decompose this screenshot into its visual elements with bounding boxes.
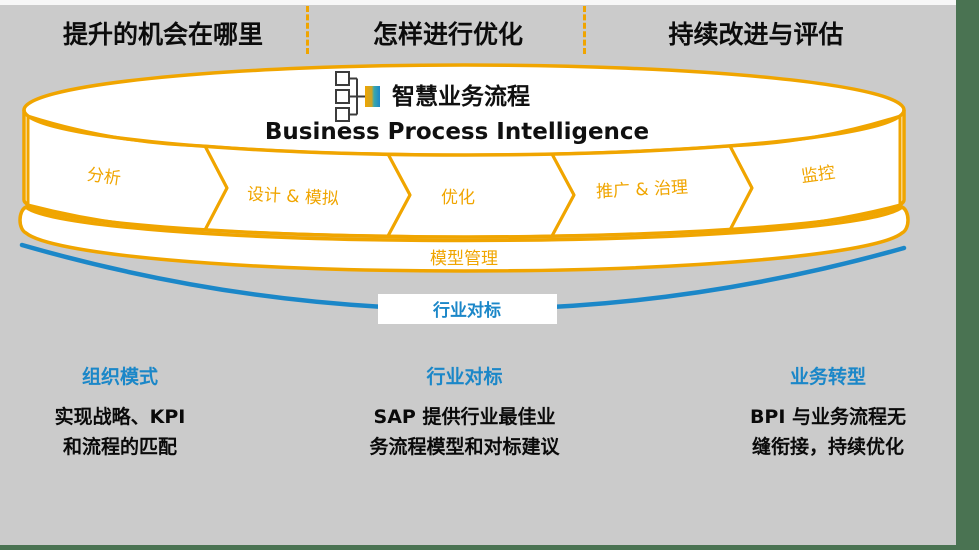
diagram-title-en: Business Process Intelligence <box>265 119 649 145</box>
column-organization-model: 组织模式 实现战略、KPI 和流程的匹配 <box>15 362 225 462</box>
header-continuous-improvement: 持续改进与评估 <box>668 20 844 49</box>
benchmark-tag-box <box>378 294 557 324</box>
right-green-border <box>956 0 979 550</box>
column-text-line: 缝衔接，持续优化 <box>751 436 904 458</box>
header-opportunities: 提升的机会在哪里 <box>62 20 263 49</box>
column-text-line: 务流程模型和对标建议 <box>369 436 560 458</box>
dashed-divider-1 <box>306 6 309 54</box>
model-management-band <box>18 204 910 273</box>
header-optimize: 怎样进行优化 <box>372 20 523 49</box>
column-title: 业务转型 <box>789 366 866 388</box>
column-industry-benchmark: 行业对标 SAP 提供行业最佳业 务流程模型和对标建议 <box>352 362 577 462</box>
column-text-line: 实现战略、KPI <box>54 406 186 428</box>
top-edge-strip <box>0 0 956 5</box>
stage-chevron-monitor <box>728 114 902 232</box>
org-tree-icon <box>335 71 380 122</box>
diagram-title-zh: 智慧业务流程 <box>392 83 530 110</box>
model-management-label: 模型管理 <box>430 249 498 269</box>
stage-label-optimize: 优化 <box>441 188 475 208</box>
dashed-divider-2 <box>583 6 586 54</box>
column-title: 行业对标 <box>426 366 503 388</box>
column-title: 组织模式 <box>81 366 158 388</box>
column-text-line: BPI 与业务流程无 <box>749 406 907 428</box>
stage-label-analysis: 分析 <box>86 165 122 190</box>
benchmark-tag-label: 行业对标 <box>432 300 501 321</box>
gradient-bar <box>365 86 380 107</box>
column-text-line: SAP 提供行业最佳业 <box>373 406 556 428</box>
stage-label-monitor: 监控 <box>800 163 836 188</box>
column-text-line: 和流程的匹配 <box>62 436 177 458</box>
stage-label-design: 设计 & 模拟 <box>246 185 339 210</box>
column-business-transformation: 业务转型 BPI 与业务流程无 缝衔接，持续优化 <box>714 362 942 462</box>
stage-label-rollout: 推广 & 治理 <box>596 178 689 203</box>
bottom-green-border <box>0 545 979 550</box>
